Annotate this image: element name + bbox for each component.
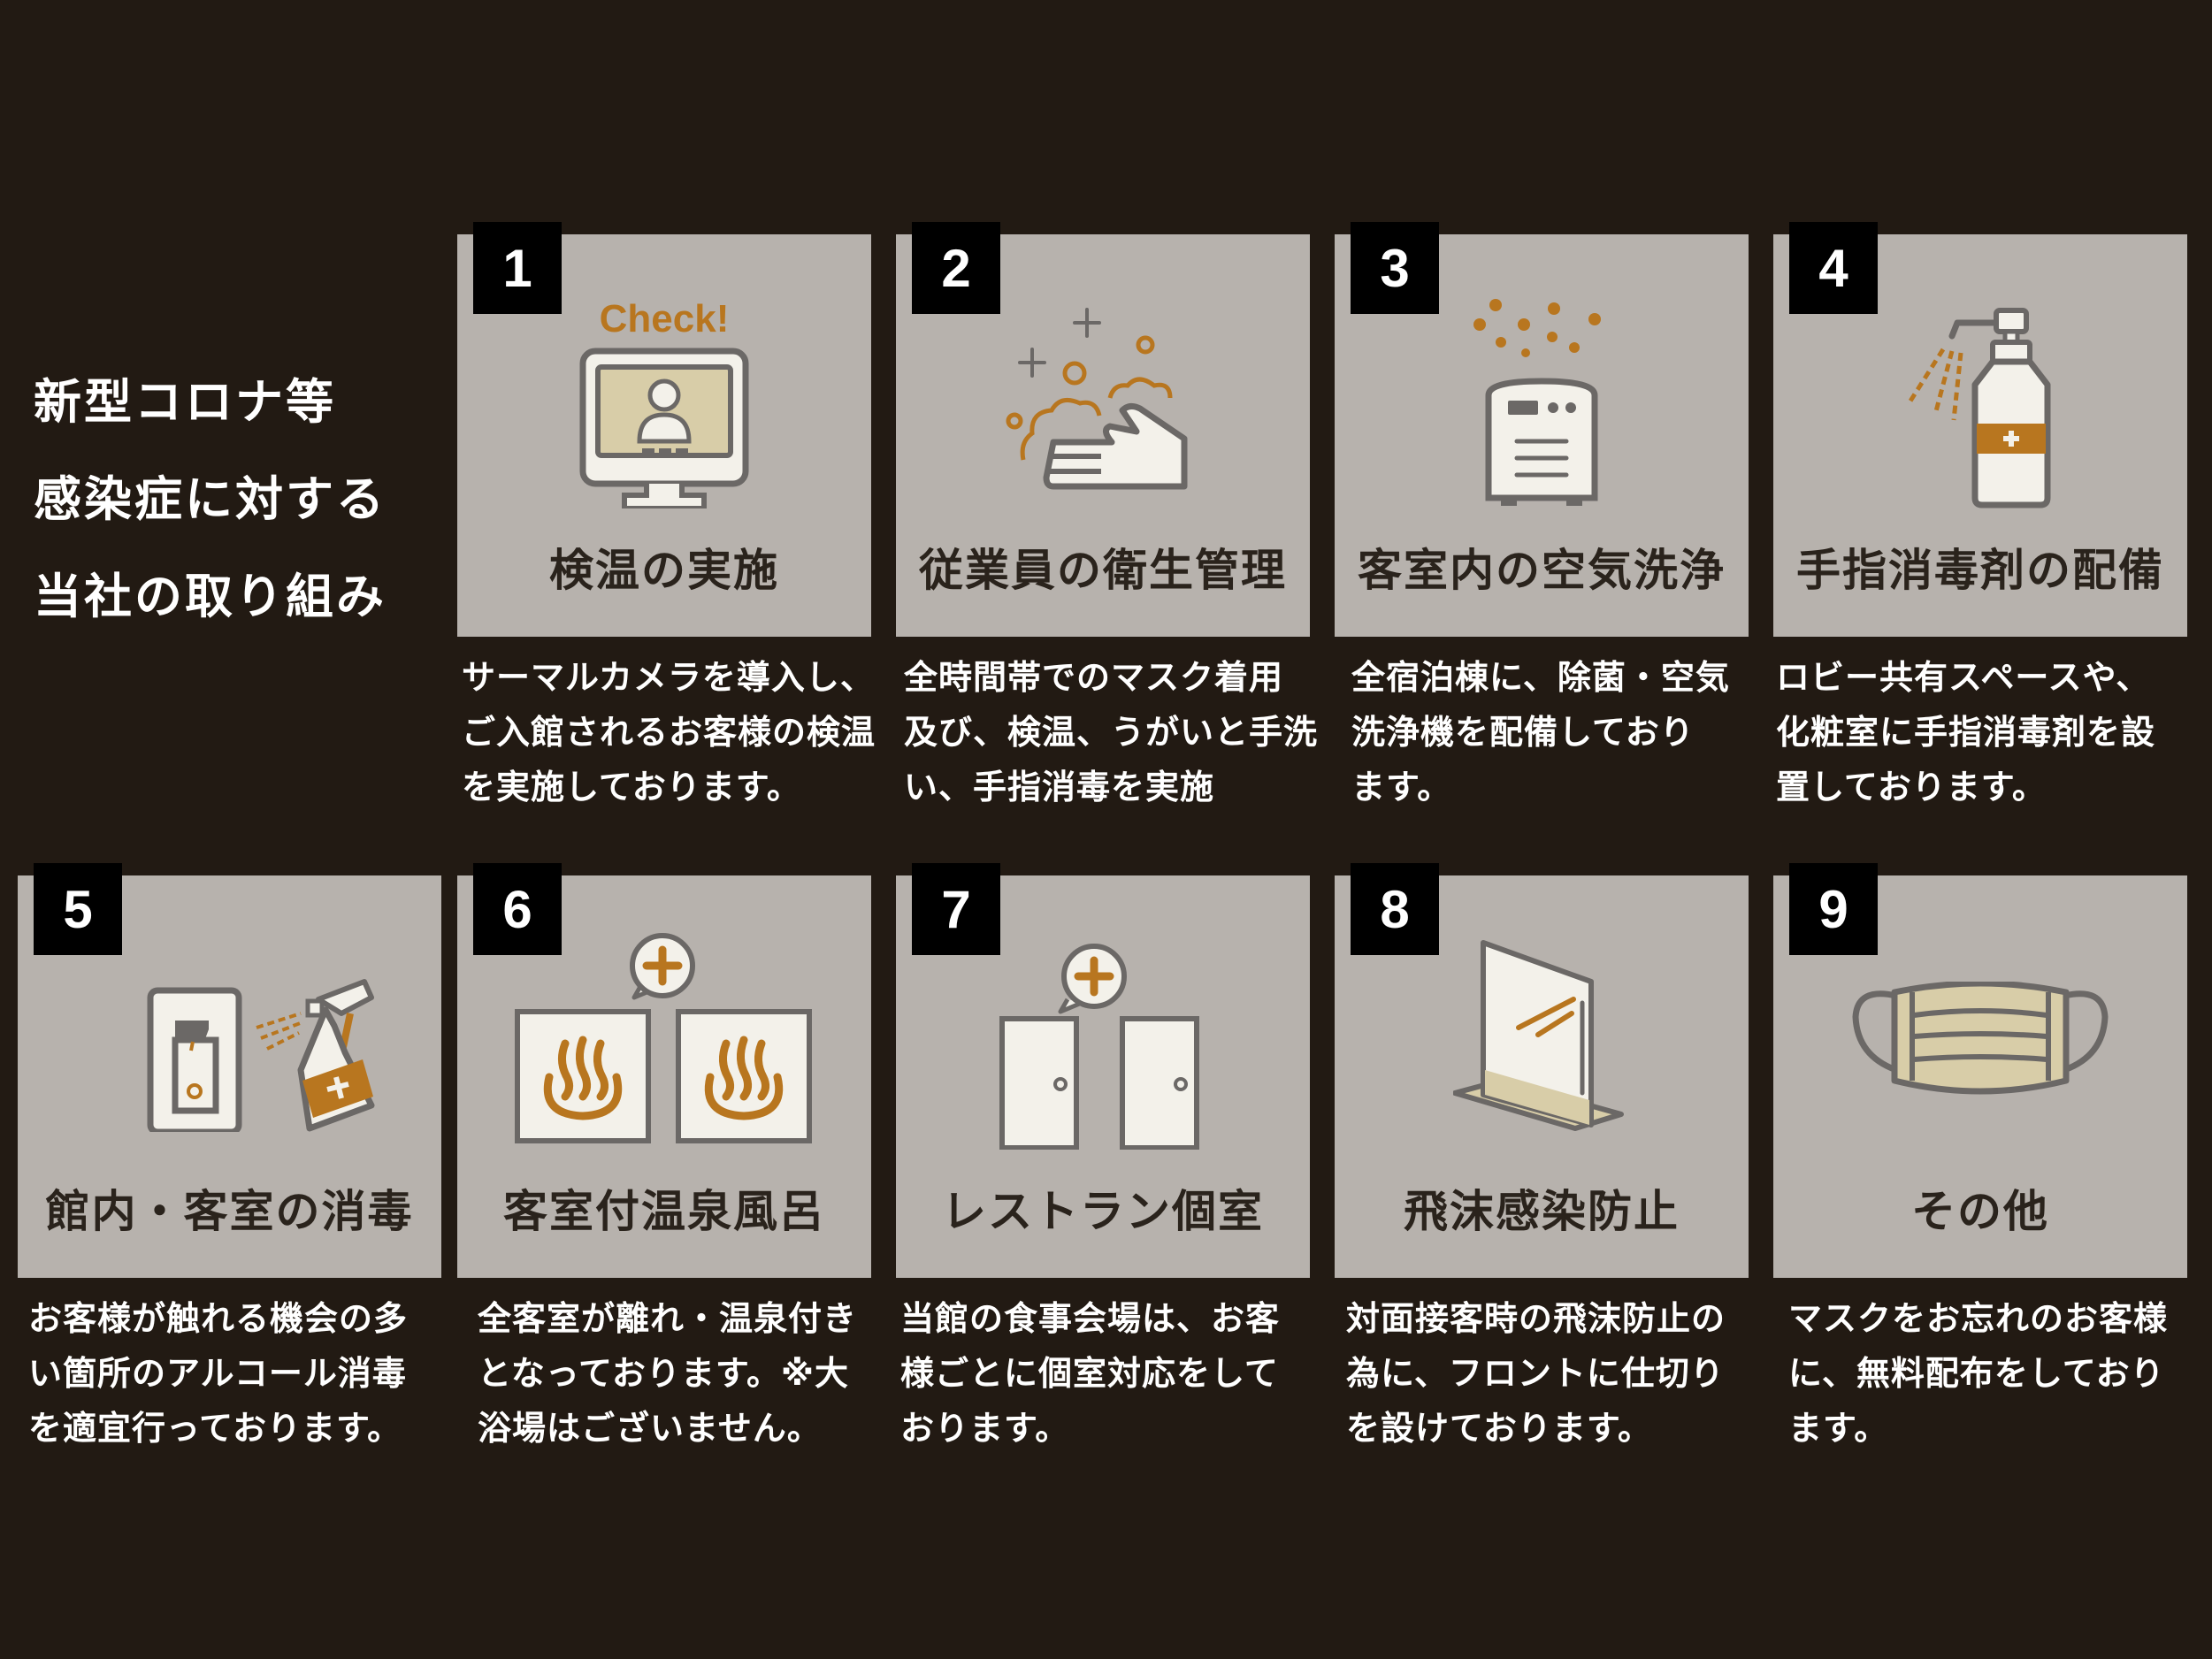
card-description: お客様が触れる機会の多い箇所のアルコール消毒を適宜行っております。 <box>28 1299 409 1448</box>
face-mask-icon <box>1773 911 2187 1176</box>
card-description: サーマルカメラを導入し、ご入館されるお客様の検温を実施しております。 <box>462 658 876 807</box>
heading-line: 感染症に対する <box>34 471 387 527</box>
card-description: ロビー共有スペースや、化粧室に手指消毒剤を設置しております。 <box>1776 658 2156 807</box>
card-description: マスクをお忘れのお客様に、無料配布をしております。 <box>1788 1299 2169 1448</box>
number-badge: 9 <box>1789 863 1878 955</box>
measure-card-air-purification: 3 客室内の空気洗浄 <box>1335 222 1749 637</box>
card-title: 従業員の衛生管理 <box>919 545 1287 596</box>
partition-screen-icon <box>1335 911 1749 1176</box>
card-description: 当館の食事会場は、お客様ごとに個室対応をしております。 <box>900 1299 1281 1448</box>
card-title: 検温の実施 <box>549 545 779 596</box>
page-heading: 新型コロナ等 感染症に対する 当社の取り組み <box>34 354 387 646</box>
measure-card-droplet-prevention: 8 飛沫感染防止 <box>1335 863 1749 1278</box>
card-title: 手指消毒剤の配備 <box>1796 545 2164 596</box>
measure-card-restaurant-private-room: 7 レストラン個室 <box>896 863 1310 1278</box>
card-title: レストラン個室 <box>942 1186 1264 1237</box>
svg-text:Check!: Check! <box>600 297 730 340</box>
card-title: その他 <box>1911 1186 2049 1237</box>
switch-spray-icon <box>18 911 441 1176</box>
card-description: 全時間帯でのマスク着用及び、検温、うがいと手洗い、手指消毒を実施 <box>904 658 1319 807</box>
number-badge: 3 <box>1351 222 1439 314</box>
monitor-check-icon: Check! <box>457 270 871 535</box>
measure-card-private-hot-spring: 6 客室付温泉風呂 <box>457 863 871 1278</box>
measure-card-disinfection: 5 館内・客室の消毒 <box>18 863 441 1278</box>
private-room-doors-icon <box>896 911 1310 1176</box>
hand-washing-icon <box>896 270 1310 535</box>
card-description: 全客室が離れ・温泉付きとなっております。※大浴場はございません。 <box>478 1299 858 1448</box>
card-title: 館内・客室の消毒 <box>45 1186 414 1237</box>
number-badge: 4 <box>1789 222 1878 314</box>
number-badge: 5 <box>34 863 122 955</box>
number-badge: 8 <box>1351 863 1439 955</box>
hot-spring-icon <box>457 911 871 1176</box>
measure-card-hand-sanitizer: 4 手指消毒剤の配備 <box>1773 222 2187 637</box>
measure-card-other: 9 その他 <box>1773 863 2187 1278</box>
number-badge: 6 <box>473 863 562 955</box>
air-purifier-icon <box>1335 270 1749 535</box>
measure-card-staff-hygiene: 2 従業員の衛生管理 <box>896 222 1310 637</box>
heading-line: 新型コロナ等 <box>34 374 336 430</box>
number-badge: 7 <box>912 863 1000 955</box>
measure-card-temperature-check: 1 Check! 検温の実施 <box>457 222 871 637</box>
card-title: 飛沫感染防止 <box>1404 1186 1680 1237</box>
number-badge: 2 <box>912 222 1000 314</box>
card-title: 客室付温泉風呂 <box>503 1186 825 1237</box>
sanitizer-pump-icon <box>1773 270 2187 535</box>
number-badge: 1 <box>473 222 562 314</box>
card-description: 全宿泊棟に、除菌・空気洗浄機を配備しております。 <box>1351 658 1730 807</box>
card-description: 対面接客時の飛沫防止の為に、フロントに仕切りを設けております。 <box>1346 1299 1726 1448</box>
card-title: 客室内の空気洗浄 <box>1358 545 1726 596</box>
heading-line: 当社の取り組み <box>34 569 387 624</box>
